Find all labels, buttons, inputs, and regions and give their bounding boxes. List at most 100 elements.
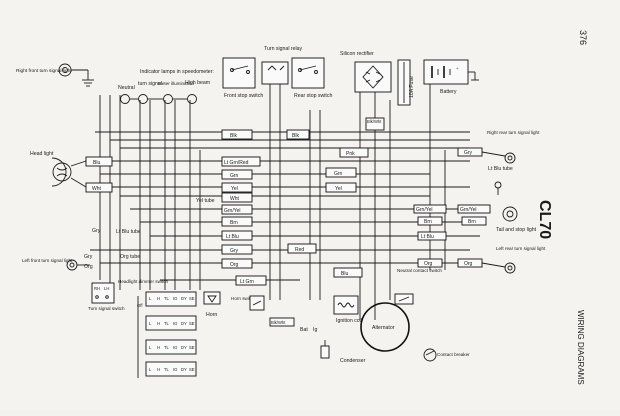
wire-tags: Gry Gry Org Bat Ig <box>84 228 317 333</box>
connector-blocks: Blk Blk Lt Grn/Red Grn Yel Wht Grn/Yel B… <box>85 117 491 327</box>
front-stop-switch: Front stop switch <box>222 57 263 99</box>
svg-text:+: + <box>456 66 459 71</box>
yel-tube-label: Yel tube <box>196 198 215 204</box>
sw4-h-tl: TL <box>164 367 170 372</box>
sw-h-l: L <box>149 296 152 301</box>
sw4-h-se: SE <box>189 367 195 372</box>
turn-switch-label: Turn signal switch <box>88 306 125 311</box>
wire-blu-2: Blu <box>341 271 348 277</box>
sw-h-se: SE <box>189 296 195 301</box>
neutral-lamp-icon <box>120 94 130 104</box>
head-light-label: Head light <box>30 151 54 157</box>
wire-org-r1: Org <box>424 261 433 267</box>
wire-wht-1: Wht <box>230 196 240 202</box>
tail-stop-light: Tail and stop light <box>494 181 537 233</box>
sw3-h-l: L <box>149 345 152 350</box>
wire-gry-r: Gry <box>464 150 473 156</box>
contact-breaker-label: Contact breaker <box>437 352 470 357</box>
alternator-label: Alternator <box>372 325 395 331</box>
dimmer-switch: Headlight dimmer switch Off L H TL IG DY… <box>118 279 197 378</box>
sw4-h-dy: DY <box>181 367 187 372</box>
sw2-h-se: SE <box>189 321 195 326</box>
rear-stop-label: Rear stop switch <box>294 93 332 99</box>
indicator-lamps-label: Indicator lamps in speedometer: <box>140 69 214 75</box>
rectifier-label: Silicon rectifier <box>340 51 374 57</box>
horn: Horn <box>203 291 221 318</box>
right-rear-turn-signal: Right rear turn signal light <box>481 130 540 164</box>
condenser: Condenser <box>320 340 366 364</box>
wire-org-r2: Org <box>464 261 473 267</box>
wire-brn: Brn <box>230 220 238 226</box>
wire-gry-lf: Gry <box>84 254 93 260</box>
sw-h-dy: DY <box>181 296 187 301</box>
silicon-rectifier: Silicon rectifier <box>340 51 392 93</box>
sw2-h-h: H <box>157 321 160 326</box>
turn-signal-switch: RH LH Turn signal switch <box>88 282 125 311</box>
wire-grnyel-3: Grn/Yel <box>460 207 477 213</box>
wire-blu-1: Blu <box>93 160 100 166</box>
right-front-turn-label: Right front turn signal light <box>16 68 72 74</box>
sw-h-tl: TL <box>164 296 170 301</box>
ignition-coil: Ignition coil <box>333 295 362 324</box>
model-label: CL70 <box>536 200 553 239</box>
wire-ltgrnred: Lt Grn/Red <box>224 160 249 166</box>
sw4-h-h: H <box>157 367 160 372</box>
turn-signal-relay: Turn signal relay <box>261 46 303 110</box>
horn-switch-label: Horn switch <box>231 296 255 301</box>
battery-label: Battery <box>440 89 457 95</box>
horn-label: Horn <box>206 312 217 318</box>
wire-red: Red <box>295 247 304 253</box>
left-front-turn-label: Left front turn signal light <box>22 258 73 263</box>
front-stop-label: Front stop switch <box>224 93 263 99</box>
wire-yel-1: Yel <box>231 186 238 192</box>
wire-grn-2: Grn <box>334 171 343 177</box>
wire-ltblu-1: Lt Blu <box>226 234 239 240</box>
head-light: Head light <box>30 151 87 188</box>
wire-bat: Bat <box>300 327 308 333</box>
neutral-label: Neutral <box>118 85 135 91</box>
wire-ltgrn: Lt Grn <box>240 279 254 285</box>
right-front-turn-signal: Right front turn signal light <box>16 63 94 87</box>
fuse: 10A Fuse <box>397 59 415 106</box>
alternator: Alternator <box>360 302 410 352</box>
wire-blkwht-2: Blk/Wht <box>271 320 286 325</box>
wire-brn-r2: Brn <box>468 219 476 225</box>
sw-h-h: H <box>157 296 160 301</box>
switch-table-4: L H TL IG DY SE <box>145 361 197 377</box>
turn-signal-label: turn signal <box>138 81 162 87</box>
rear-stop-switch: Rear stop switch <box>291 57 332 99</box>
sw2-h-l: L <box>149 321 152 326</box>
sw2-h-dy: DY <box>181 321 187 326</box>
right-rear-turn-label: Right rear turn signal light <box>487 130 540 135</box>
highbeam-lamp-icon <box>187 94 197 104</box>
ignition-coil-label: Ignition coil <box>336 318 362 324</box>
wire-org-lf: Org <box>84 264 93 270</box>
turn-relay-label: Turn signal relay <box>264 46 303 52</box>
sw3-h-ig: IG <box>173 345 177 350</box>
wire-ltblu-r: Lt Blu <box>421 234 434 240</box>
wire-gry-left: Gry <box>92 228 101 234</box>
sw2-h-ig: IG <box>173 321 177 326</box>
turn-lamp-icon <box>138 94 148 104</box>
horn-switch: Horn switch <box>231 295 265 311</box>
neutral-contact-switch: Neutral contact switch <box>394 268 442 305</box>
wire-ig: Ig <box>313 327 317 333</box>
wire-grnyel-2: Grn/Yel <box>416 207 433 213</box>
fuse-label: 10A Fuse <box>409 76 415 98</box>
sw3-h-h: H <box>157 345 160 350</box>
tail-stop-label: Tail and stop light <box>496 227 537 233</box>
sw4-h-l: L <box>149 367 152 372</box>
condenser-label: Condenser <box>340 358 366 364</box>
wire-blk-1: Blk <box>230 133 237 139</box>
indicator-lamps: Indicator lamps in speedometer: Neutral … <box>118 69 214 104</box>
wire-pnk: Pnk <box>346 151 355 157</box>
turn-switch-rh: RH <box>94 286 100 291</box>
switch-table-3: L H TL IG DY SE <box>145 339 197 355</box>
footer-title: WIRING DIAGRAMS <box>576 310 585 385</box>
org-tube-label: Org tube <box>120 254 140 260</box>
wire-wht-2: Wht <box>92 186 102 192</box>
neutral-switch-label: Neutral contact switch <box>397 268 442 273</box>
sw3-h-dy: DY <box>181 345 187 350</box>
ltblu-tube-label: Lt Blu tube <box>116 229 141 235</box>
